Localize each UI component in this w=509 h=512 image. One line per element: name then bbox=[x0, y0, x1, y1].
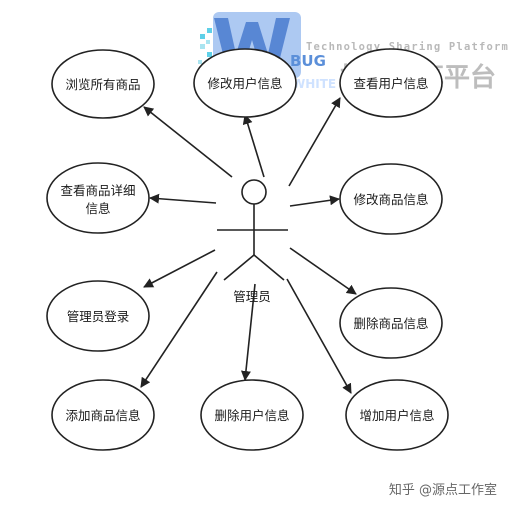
use-case-delete-product[interactable] bbox=[339, 287, 443, 359]
arrow-to-view-detail bbox=[149, 193, 217, 204]
arrow-to-admin-login bbox=[143, 249, 216, 288]
use-cases bbox=[46, 48, 449, 451]
watermark-brand-bottom: WHITE bbox=[292, 77, 336, 91]
use-case-view-detail[interactable] bbox=[46, 162, 150, 234]
use-case-admin-login[interactable] bbox=[46, 280, 150, 352]
arrow-to-add-product bbox=[140, 271, 218, 388]
use-case-add-user[interactable] bbox=[345, 379, 449, 451]
use-case-edit-product[interactable] bbox=[339, 163, 443, 235]
use-case-delete-user[interactable] bbox=[200, 379, 304, 451]
arrow-to-delete-product bbox=[289, 247, 357, 295]
use-case-label-add-user: 增加用户信息 bbox=[359, 408, 434, 423]
arrow-to-edit-user bbox=[242, 114, 265, 178]
actor-right-leg bbox=[253, 254, 285, 281]
watermark-brand-top: BUG bbox=[290, 52, 326, 70]
use-case-label-delete-user: 删除用户信息 bbox=[214, 408, 289, 423]
actor-head bbox=[241, 179, 267, 205]
actor-admin bbox=[217, 179, 288, 281]
actor-left-leg bbox=[223, 254, 255, 281]
arrow-to-view-user bbox=[288, 97, 341, 187]
arrow-to-browse bbox=[143, 106, 233, 178]
arrow-to-add-user bbox=[286, 278, 352, 394]
use-case-label-add-product: 添加商品信息 bbox=[65, 408, 140, 423]
use-case-label-admin-login: 管理员登录 bbox=[67, 309, 130, 324]
use-case-label-edit-product: 修改商品信息 bbox=[353, 192, 428, 207]
use-case-browse[interactable] bbox=[51, 49, 155, 119]
associations bbox=[140, 97, 357, 394]
footer-credit: 知乎 @源点工作室 bbox=[389, 482, 497, 498]
use-case-label-view-detail-line2: 信息 bbox=[85, 201, 110, 216]
use-case-label-view-detail-line1: 查看商品详细 bbox=[60, 183, 135, 198]
use-case-label-view-user: 查看用户信息 bbox=[353, 76, 428, 91]
use-case-add-product[interactable] bbox=[51, 379, 155, 451]
use-case-label-delete-product: 删除商品信息 bbox=[353, 316, 428, 331]
watermark-subtitle: Technology Sharing Platform bbox=[306, 41, 509, 53]
actor-label: 管理员 bbox=[233, 289, 271, 304]
arrow-to-delete-user bbox=[240, 283, 256, 381]
use-case-labels: 浏览所有商品 修改用户信息 查看用户信息 查看商品详细 信息 修改商品信息 管理… bbox=[60, 76, 434, 423]
use-case-label-edit-user: 修改用户信息 bbox=[207, 76, 282, 91]
use-case-view-user[interactable] bbox=[339, 48, 443, 118]
arrow-to-edit-product bbox=[289, 195, 340, 207]
use-case-label-browse: 浏览所有商品 bbox=[65, 77, 140, 92]
use-case-edit-user[interactable] bbox=[193, 48, 297, 118]
